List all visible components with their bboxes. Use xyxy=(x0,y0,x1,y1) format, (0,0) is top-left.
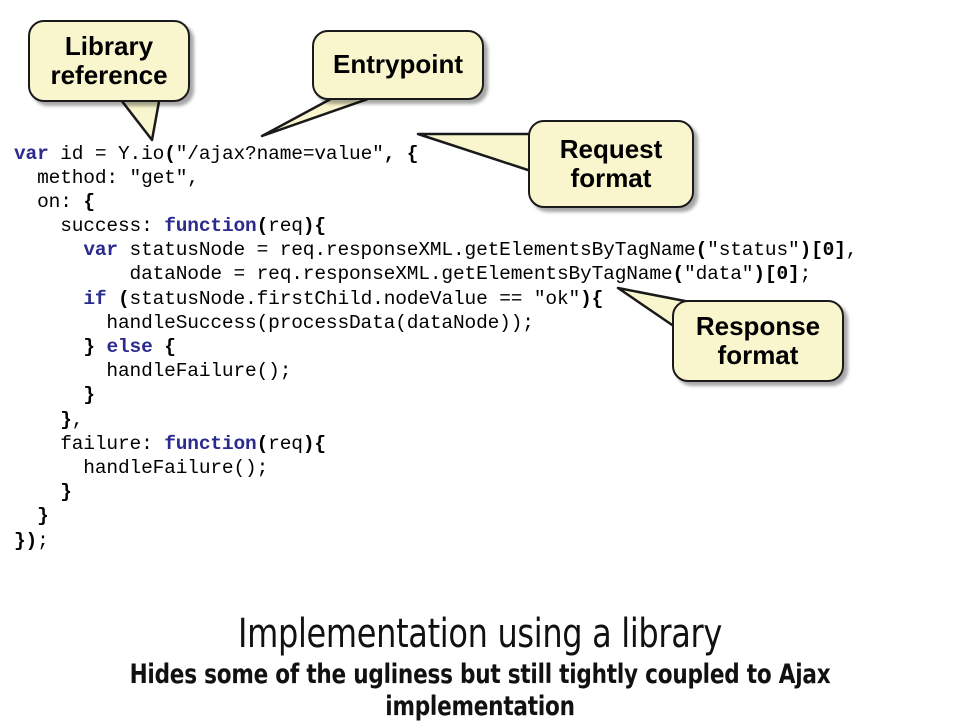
code-line-5: var statusNode = req.responseXML.getElem… xyxy=(83,239,858,262)
code-line-2: method: "get", xyxy=(14,166,199,189)
entrypoint-callout-tail xyxy=(260,92,384,138)
code-line-14: handleFailure(); xyxy=(14,456,269,479)
code-line-6: dataNode = req.responseXML.getElementsBy… xyxy=(14,263,812,286)
callout-response-line1: Response xyxy=(695,310,821,341)
code-line-10: handleFailure(); xyxy=(14,360,292,383)
callout-response-format[interactable]: Response format xyxy=(672,300,844,382)
callout-entrypoint-line1: Entrypoint xyxy=(333,49,463,80)
callout-library-reference[interactable]: Library reference xyxy=(28,20,190,102)
code-line-9: } else { xyxy=(83,336,176,358)
slide-caption: Implementation using a library Hides som… xyxy=(0,612,960,724)
code-line-1: var id = Y.io("/ajax?name=value", { xyxy=(14,142,419,165)
code-line-13: failure: function(req){ xyxy=(14,432,326,455)
callout-response-line2: format xyxy=(717,340,799,370)
code-line-15: } xyxy=(60,481,72,504)
code-line-17: }); xyxy=(14,529,49,552)
code-line-8: handleSuccess(processData(dataNode)); xyxy=(14,311,534,334)
code-line-4: success: function(req){ xyxy=(14,215,326,238)
code-block: var id = Y.io("/ajax?name=value", { meth… xyxy=(14,142,857,553)
code-line-12: }, xyxy=(60,408,84,431)
callout-request-format[interactable]: Request format xyxy=(528,120,694,208)
caption-title: Implementation using a library xyxy=(237,611,723,657)
callout-library-line1: Library xyxy=(64,30,154,61)
callout-entrypoint[interactable]: Entrypoint xyxy=(312,30,484,100)
code-line-16: } xyxy=(37,505,49,528)
callout-library-line2: reference xyxy=(50,60,168,90)
library-callout-tail xyxy=(116,94,162,142)
code-line-3: on: { xyxy=(14,190,95,213)
callout-request-line2: format xyxy=(570,163,652,193)
callout-request-line1: Request xyxy=(559,133,663,164)
code-line-11: } xyxy=(83,384,95,407)
code-line-7: if (statusNode.firstChild.nodeValue == "… xyxy=(83,287,604,310)
caption-subtitle: Hides some of the ugliness but still tig… xyxy=(129,658,831,723)
